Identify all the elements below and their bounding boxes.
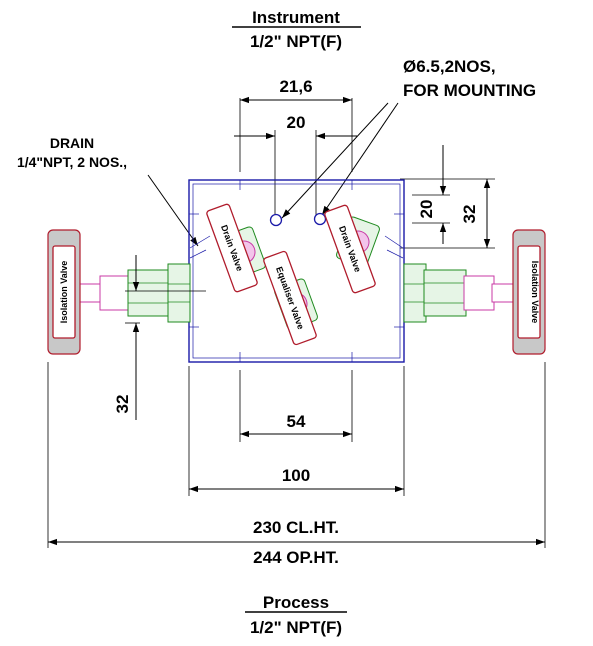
dim-label-54: 54: [287, 412, 306, 431]
mounting-hole-left: [269, 213, 283, 227]
process-title: Process: [263, 593, 329, 612]
left-isolation-valve-assembly: [77, 263, 191, 323]
left-isolation-valve-label: Isolation Valve: [59, 261, 69, 324]
instrument-thread: 1/2" NPT(F): [250, 32, 342, 51]
right-isolation-valve-assembly: [403, 263, 517, 323]
drain-note-line2: 1/4"NPT, 2 NOS.,: [17, 154, 127, 170]
process-thread: 1/2" NPT(F): [250, 618, 342, 637]
mounting-leader-1: [281, 102, 389, 219]
mounting-note-line2: FOR MOUNTING: [403, 81, 536, 100]
dim-label-20-top: 20: [287, 113, 306, 132]
mounting-leader-2: [321, 102, 399, 216]
drain-valve-right-handle[interactable]: Drain Valve: [324, 204, 376, 294]
dim-label-32-right: 32: [460, 205, 479, 224]
left-isolation-handle[interactable]: Isolation Valve: [47, 229, 81, 355]
dim-label-20-right: 20: [417, 200, 436, 219]
right-isolation-handle[interactable]: Isolation Valve: [512, 229, 546, 355]
dim-label-21-6: 21,6: [279, 77, 312, 96]
mounting-hole-right: [313, 212, 327, 226]
dim-label-230-cl-ht: 230 CL.HT.: [253, 518, 339, 537]
dim-label-244-op-ht: 244 OP.HT.: [253, 548, 339, 567]
drain-note-line1: DRAIN: [50, 135, 94, 151]
mounting-note-line1: Ø6.5,2NOS,: [403, 57, 496, 76]
drain-leader: [147, 174, 199, 247]
dim-label-100: 100: [282, 466, 310, 485]
instrument-title: Instrument: [252, 8, 340, 27]
right-isolation-valve-label: Isolation Valve: [530, 261, 540, 324]
dim-label-32-left: 32: [113, 395, 132, 414]
